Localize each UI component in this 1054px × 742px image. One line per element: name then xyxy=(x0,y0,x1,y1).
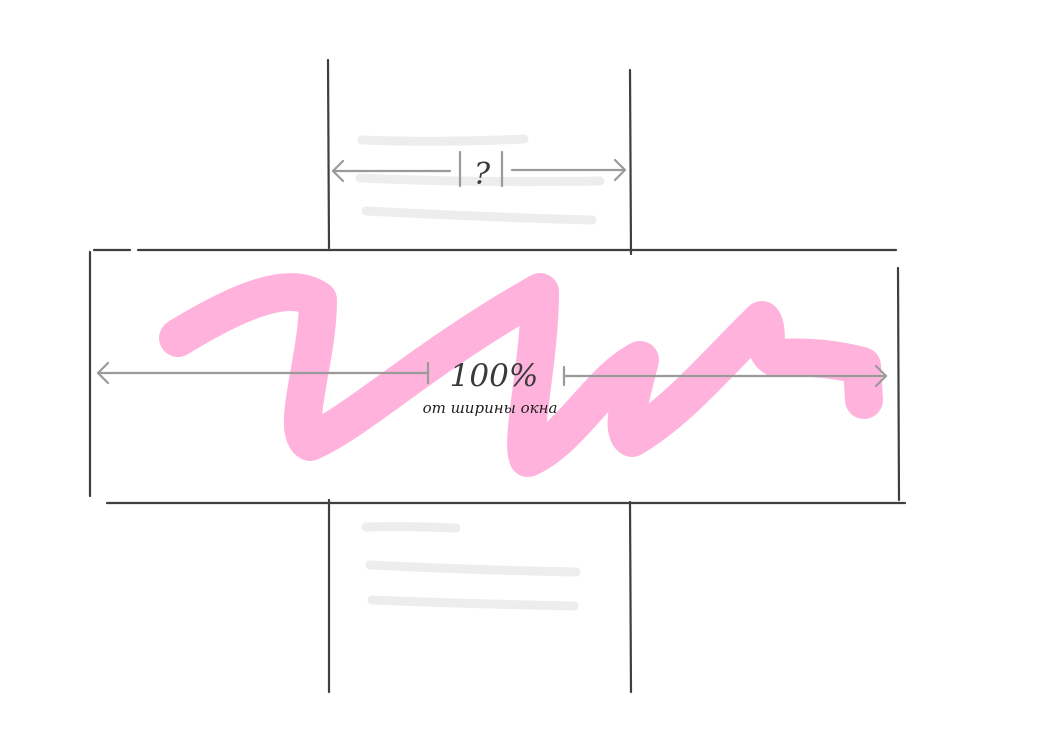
right-column-line-bottom xyxy=(628,500,633,694)
full-width-image-scribble xyxy=(159,273,883,477)
column-width-arrow xyxy=(331,150,627,188)
right-column-line-top xyxy=(628,68,633,256)
full-width-caption: от ширины окна xyxy=(423,399,558,417)
column-lines xyxy=(326,58,633,694)
full-width-arrow xyxy=(96,361,888,388)
bottom-column-text-placeholder xyxy=(361,522,581,611)
column-width-label: ? xyxy=(474,157,491,192)
full-width-frame xyxy=(88,248,907,505)
full-width-label: 100% xyxy=(450,358,539,394)
left-column-line-top xyxy=(326,58,331,250)
top-column-text-placeholder xyxy=(355,134,605,225)
